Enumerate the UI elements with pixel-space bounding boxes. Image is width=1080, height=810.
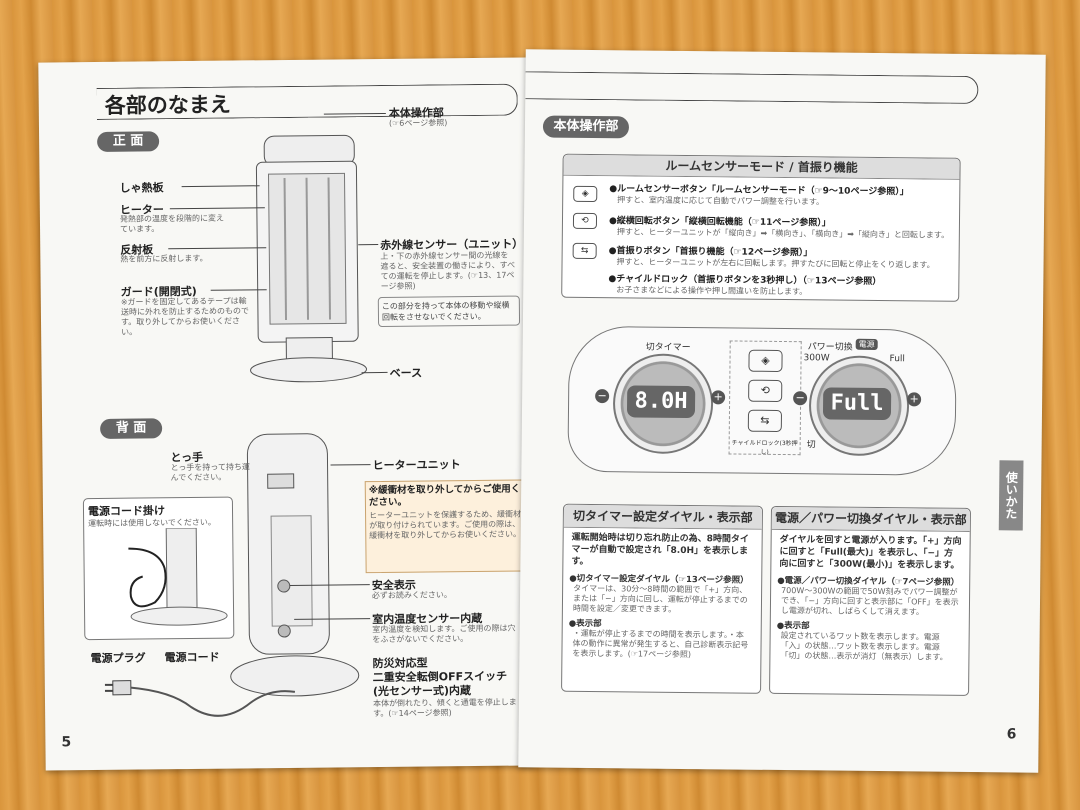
label-cord-hook: 電源コード掛け xyxy=(87,504,166,519)
label-safety-desc: 必ずお読みください。 xyxy=(371,590,452,601)
right-title-bar xyxy=(525,71,979,105)
label-shield: しゃ熱板 xyxy=(119,181,164,195)
section-heading: 本体操作部 xyxy=(542,115,630,139)
power-col-lead: ダイヤルを回すと電源が入ります。「+」方向に回すと「Full(最大)」を表示し、… xyxy=(779,534,962,571)
power-badge: 電源 xyxy=(855,338,878,350)
mode-item-2-title: ●縦横回転ボタン「縦横回転機能（☞11ページ参照）」 xyxy=(608,216,831,229)
child-lock-label: チャイルドロック(3秒押し) xyxy=(731,439,798,456)
mode-item-4-desc: お子さまなどによる操作や押し間違いを防止します。 xyxy=(616,285,808,297)
label-cord: 電源コード xyxy=(164,650,220,665)
label-operation-ref: (☞6ページ参照) xyxy=(388,118,448,128)
label-handle-desc: とっ手を持って持ち運んでください。 xyxy=(170,462,250,483)
timer-col-item2-desc: ・運転が停止するまでの時間を表示します。・本体の動作に異常が発生すると、自己診断… xyxy=(572,628,749,660)
buffer-note: ※緩衝材を取り外してからご使用ください。 ヒーターユニットを保護するため、緩衝材… xyxy=(364,479,526,574)
leader-ir xyxy=(358,244,379,246)
right-page-number: 6 xyxy=(1006,726,1017,743)
timer-label: 切タイマー xyxy=(645,342,691,354)
swing-button[interactable]: ⇆ xyxy=(747,409,783,432)
label-tip-over-3: (光センサー式)内蔵 xyxy=(372,684,472,699)
buffer-note-body: ヒーターユニットを保護するため、緩衝材が取り付けられています。ご使用の際は、緩衝… xyxy=(369,509,522,541)
rotate-button-icon: ⟲ xyxy=(572,212,598,230)
power-column: 電源／パワー切換ダイヤル・表示部 ダイヤルを回すと電源が入ります。「+」方向に回… xyxy=(769,505,971,696)
label-base: ベース xyxy=(389,366,423,380)
label-ir-desc: 上・下の赤外線センサー間の光線を遮ると、安全装置の働きにより、すべての運転を停止… xyxy=(380,250,516,292)
buffer-note-title: ※緩衝材を取り外してからご使用ください。 xyxy=(368,483,521,509)
label-reflector-desc: 熱を前方に反射します。 xyxy=(120,253,208,264)
center-button-group: ◈ ⟲ ⇆ チャイルドロック(3秒押し) xyxy=(728,340,802,456)
plug-cord-illustration xyxy=(104,680,296,717)
front-heater-illustration xyxy=(250,134,368,383)
rotate-button[interactable]: ⟲ xyxy=(748,379,783,403)
timer-col-item1-desc: タイマーは、30分～8時間の範囲で「+」方向、または「−」方向に回し、運転が停止… xyxy=(572,583,748,614)
power-display: Full xyxy=(822,387,892,421)
mode-item-3-desc: 押すと、ヒーターユニットが左右に回転します。押すたびに回転と停止をくり返します。 xyxy=(616,257,935,270)
power-col-item2-desc: 設定されているワット数を表示します。電源「入」の状態…ワット数を表示します。電源… xyxy=(780,630,948,662)
mode-item-1: ◈ xyxy=(573,181,598,203)
timer-column: 切タイマー設定ダイヤル・表示部 運転開始時は切り忘れ防止の為、8時間タイマーが自… xyxy=(561,503,764,694)
mode-item-2-desc: 押すと、ヒーターユニットが「縦向き」➡「横向き」、「横向き」➡「縦向き」と回転し… xyxy=(616,227,950,240)
timer-col-lead: 運転開始時は切り忘れ防止の為、8時間タイマーが自動で設定され「8.0H」を表示し… xyxy=(571,532,749,567)
mode-box-title: ルームセンサーモード / 首振り機能 xyxy=(563,154,960,180)
timer-display: 8.0H xyxy=(626,385,696,419)
control-panel: 切タイマー 8.0H − + ◈ ⟲ ⇆ チャイルドロック(3秒押し) パワー切… xyxy=(567,325,957,476)
timer-plus-icon: + xyxy=(711,390,726,405)
power-300-label: 300W xyxy=(803,353,830,364)
mode-box: ルームセンサーモード / 首振り機能 ◈ ●ルームセンサーボタン「ルームセンサー… xyxy=(561,153,961,302)
label-heater-desc: 発熱部の温度を段階的に変えています。 xyxy=(119,213,224,234)
room-sensor-button[interactable]: ◈ xyxy=(748,349,783,373)
power-plus-icon: + xyxy=(907,392,922,407)
label-room-sensor-desc: 室内温度を検知します。ご使用の際は穴をふさがないでください。 xyxy=(372,623,516,645)
power-minus-icon: − xyxy=(793,391,808,406)
left-page: 各部のなまえ 正 面 本体操作部 (☞6ページ参照) しゃ熱板 ヒーター 発熱部… xyxy=(38,57,534,771)
right-page: 本体操作部 ルームセンサーモード / 首振り機能 ◈ ●ルームセンサーボタン「ル… xyxy=(518,49,1046,773)
timer-minus-icon: − xyxy=(595,389,610,404)
label-heater-unit: ヒーターユニット xyxy=(372,458,461,473)
mode-item-1-desc: 押すと、室内温度に応じて自動でパワー調整を行います。 xyxy=(617,195,825,207)
power-full-label: Full xyxy=(889,354,905,365)
side-tab: 使いかた xyxy=(998,460,1024,531)
label-tip-over-desc: 本体が倒れたり、傾くと通電を停止します。(☞14ページ参照) xyxy=(372,697,517,719)
mode-item-3-title: ●首振りボタン「首振り機能（☞12ページ参照）」 xyxy=(608,246,813,259)
back-heater-illustration xyxy=(230,433,360,697)
power-col-title: 電源／パワー切換ダイヤル・表示部 xyxy=(771,506,970,532)
label-plug: 電源プラグ xyxy=(90,651,146,666)
timer-col-title: 切タイマー設定ダイヤル・表示部 xyxy=(563,504,762,530)
leader-heater-unit xyxy=(330,464,371,466)
back-heading: 背 面 xyxy=(100,418,163,439)
swing-button-icon: ⇆ xyxy=(572,242,597,260)
power-label: パワー切換 xyxy=(807,342,853,353)
cord-hook-box: 電源コード掛け 運転時には使用しないでください。 xyxy=(82,496,235,641)
cord-hook-illustration xyxy=(128,527,228,626)
ir-note: この部分を持って本体の移動や縦横回転をさせないでください。 xyxy=(377,295,521,328)
page-title: 各部のなまえ xyxy=(104,92,231,118)
room-sensor-button-icon: ◈ xyxy=(573,185,598,203)
front-heading: 正 面 xyxy=(97,131,160,152)
power-off-label: 切 xyxy=(806,440,816,451)
left-page-number: 5 xyxy=(61,734,72,751)
label-guard-desc: ※ガードを固定してあるテープは輸送時に外れを防止するためのものです。取り外してか… xyxy=(120,296,249,337)
power-col-item1-desc: 700W～300Wの範囲で50W刻みでパワー調整ができ、「−」方向に回すと表示部… xyxy=(780,586,959,617)
